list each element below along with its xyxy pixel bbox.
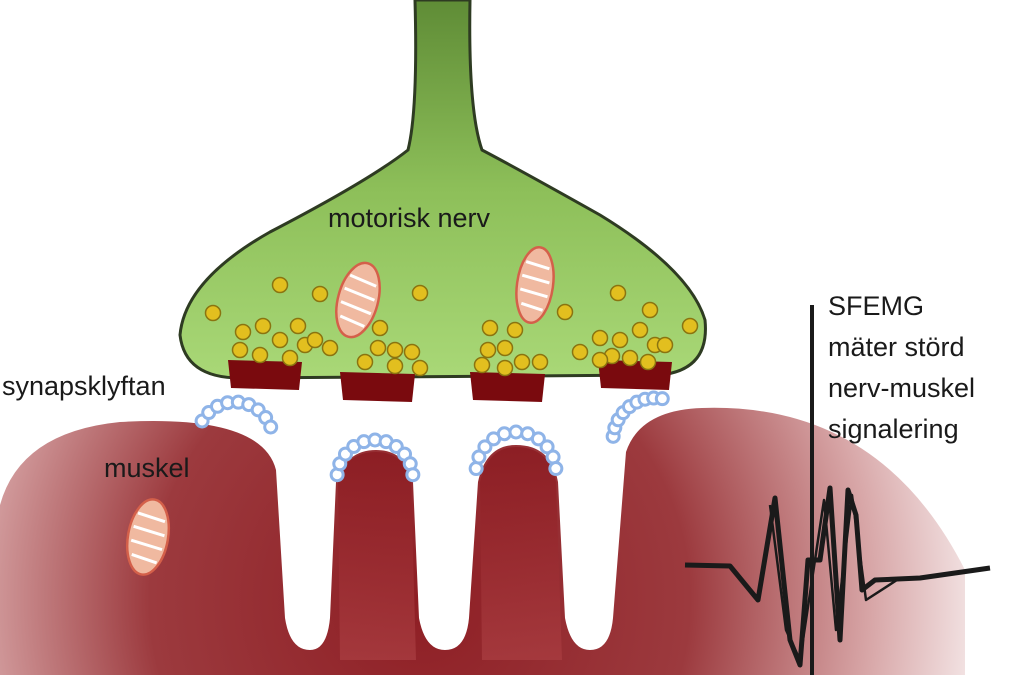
vesicle — [369, 339, 387, 357]
muscle-fold — [338, 452, 416, 660]
vesicle — [473, 356, 491, 374]
vesicle — [681, 317, 699, 335]
vesicle — [621, 349, 639, 367]
receptor — [263, 419, 279, 435]
vesicle — [556, 303, 574, 321]
vesicle — [611, 331, 629, 349]
vesicle — [386, 357, 404, 375]
motor-nerve-terminal — [178, 0, 707, 380]
muscle-fold — [480, 447, 562, 660]
vesicle — [641, 301, 659, 319]
vesicle — [531, 353, 549, 371]
vesicle — [234, 323, 252, 341]
vesicle — [411, 359, 429, 377]
vesicle — [271, 331, 289, 349]
vesicle — [386, 341, 404, 359]
waveform-trace — [768, 493, 901, 662]
acetylcholine-receptors — [194, 390, 670, 483]
muscle-label: muskel — [104, 453, 190, 483]
active-zone — [228, 360, 302, 390]
annotation-line: nerv-muskel — [828, 373, 976, 403]
vesicle — [591, 351, 609, 369]
vesicle — [321, 339, 339, 357]
vesicle — [506, 321, 524, 339]
receptor — [477, 439, 493, 455]
active-zone — [470, 372, 545, 402]
vesicle — [411, 284, 429, 302]
vesicle — [571, 343, 589, 361]
mitochondrion-icon — [335, 261, 381, 339]
vesicle — [306, 331, 324, 349]
vesicle — [639, 353, 657, 371]
active-zone — [340, 372, 415, 402]
receptor — [508, 424, 524, 440]
vesicle — [204, 304, 222, 322]
vesicle — [591, 329, 609, 347]
vesicle — [311, 285, 329, 303]
vesicle — [403, 343, 421, 361]
receptor — [654, 391, 670, 407]
annotation-line: signalering — [828, 414, 959, 444]
mitochondrion-icon — [125, 498, 171, 576]
synaptic-vesicles — [204, 276, 699, 377]
vesicle — [271, 276, 289, 294]
vesicle — [281, 349, 299, 367]
receptor — [405, 467, 421, 483]
vesicle — [656, 336, 674, 354]
mitochondrion-icon — [515, 246, 555, 324]
receptor — [548, 461, 564, 477]
vesicle — [231, 341, 249, 359]
vesicle — [254, 317, 272, 335]
sfemg-waveform — [684, 305, 991, 675]
vesicle — [496, 359, 514, 377]
receptor — [496, 426, 512, 442]
vesicle — [356, 353, 374, 371]
vesicle — [513, 353, 531, 371]
annotation-line: SFEMG — [828, 291, 925, 321]
vesicle — [251, 346, 269, 364]
annotation-line: mäter störd — [828, 332, 965, 362]
vesicle — [289, 317, 307, 335]
vesicle — [479, 341, 497, 359]
vesicle — [371, 319, 389, 337]
receptor — [530, 431, 546, 447]
motor-nerve-label: motorisk nerv — [328, 203, 491, 233]
synaptic-cleft-label: synapsklyftan — [2, 371, 166, 401]
vesicle — [609, 284, 627, 302]
vesicle — [631, 321, 649, 339]
sfemg-annotation: SFEMG mäter störd nerv-muskel signalerin… — [828, 286, 975, 450]
vesicle — [496, 339, 514, 357]
vesicle — [481, 319, 499, 337]
